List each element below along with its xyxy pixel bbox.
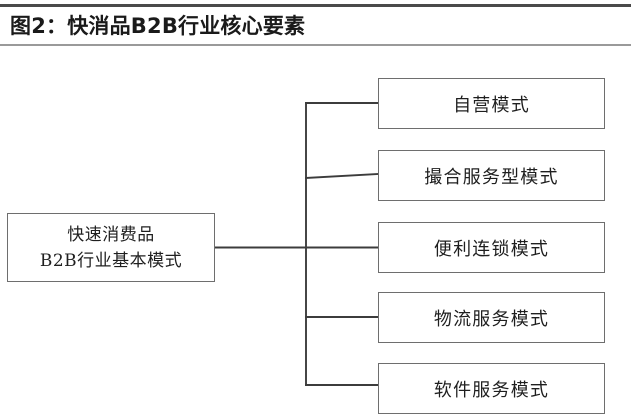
- connector-lines: [214, 102, 380, 386]
- branch-node-label: 便利连锁模式: [433, 238, 550, 260]
- root-node-line-2: B2B行业基本模式: [39, 250, 183, 271]
- branch-node-label: 撮合服务型模式: [424, 166, 559, 188]
- header-rule-bottom: [0, 44, 631, 46]
- branch-node-logistics-service[interactable]: 物流服务模式: [378, 292, 605, 343]
- connector-branch-1: [304, 172, 380, 180]
- figure-title: 图2：快消品B2B行业核心要素: [10, 14, 306, 38]
- branch-node-software-service[interactable]: 软件服务模式: [378, 363, 605, 414]
- branch-node-matchmaking-service[interactable]: 撮合服务型模式: [378, 150, 605, 201]
- branch-node-label: 物流服务模式: [433, 308, 550, 330]
- figure-header: 图2：快消品B2B行业核心要素: [0, 0, 631, 48]
- branch-node-label: 软件服务模式: [433, 379, 550, 401]
- diagram-body: 快速消费品 B2B行业基本模式 自营模式 撮合服务型模式 便利连锁模式 物流服务…: [0, 48, 631, 419]
- root-node-line-1: 快速消费品: [67, 224, 155, 245]
- header-rule-top: [0, 4, 631, 7]
- branch-node-label: 自营模式: [453, 94, 530, 116]
- root-node[interactable]: 快速消费品 B2B行业基本模式: [7, 213, 215, 282]
- branch-node-convenience-chain[interactable]: 便利连锁模式: [378, 222, 605, 273]
- branch-node-self-operated[interactable]: 自营模式: [378, 78, 605, 129]
